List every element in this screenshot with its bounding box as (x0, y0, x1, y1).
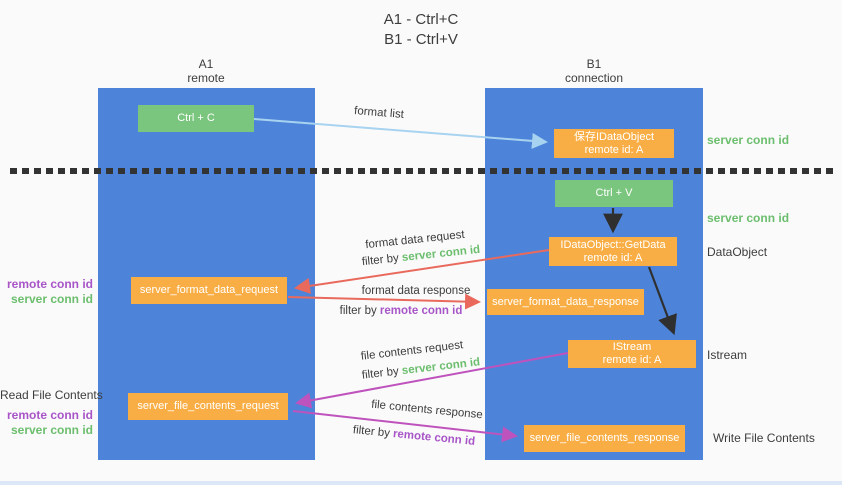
node-ctrl-c: Ctrl + C (138, 105, 254, 132)
left-annotation-file-ids: remote conn id server conn id (0, 408, 93, 438)
left-annotation-format-ids: remote conn id server conn id (0, 277, 93, 307)
filter-by-text: filter by (339, 305, 380, 317)
node-file-request-label: server_file_contents_request (137, 400, 279, 412)
node-format-response-label: server_format_data_response (492, 295, 639, 308)
remote-conn-id-text: remote conn id (392, 428, 476, 448)
read-file-contents-label: Read File Contents (0, 388, 103, 402)
istream-label: Istream (707, 348, 748, 362)
node-ctrl-v: Ctrl + V (555, 180, 673, 207)
flow-label-format-list: format list (353, 105, 405, 121)
left-format-remote-conn-id: remote conn id (6, 277, 93, 291)
remote-conn-id-text: remote conn id (379, 305, 463, 317)
arrow-format-data-response (287, 293, 481, 310)
left-file-server-conn-id: server conn id (10, 423, 93, 437)
flow-label-format-data-response: format data response (361, 285, 471, 297)
node-getdata-line2: remote id: A (583, 251, 643, 264)
node-server-file-contents-request: server_file_contents_request (128, 393, 288, 420)
title-line-b1: B1 - Ctrl+V (384, 31, 458, 48)
bottom-edge-strip (0, 481, 842, 485)
dataobject-label: DataObject (707, 245, 768, 259)
flow-label-filter-remote-2: filter by remote conn id (352, 424, 475, 448)
filter-by-text: filter by (361, 252, 403, 269)
node-file-response-label: server_file_contents_response (529, 432, 680, 444)
diagram-title: A1 - Ctrl+C B1 - Ctrl+V (0, 10, 842, 50)
node-save-idataobject: 保存IDataObject remote id: A (554, 129, 674, 158)
right-server-conn-id-top: server conn id (707, 133, 790, 147)
node-save-idataobject-line1: 保存IDataObject (573, 130, 655, 143)
flow-label-file-contents-response: file contents response (370, 398, 484, 422)
write-file-contents-label: Write File Contents (713, 431, 815, 445)
column-header-b1: B1 connection (534, 57, 654, 85)
node-server-format-data-request: server_format_data_request (131, 277, 287, 304)
node-istream-line2: remote id: A (602, 354, 662, 366)
right-server-conn-id-mid: server conn id (707, 211, 790, 225)
server-conn-id-text: server conn id (401, 356, 481, 378)
server-conn-id-text: server conn id (401, 243, 481, 264)
column-b1-name: B1 (586, 57, 602, 71)
column-b1-subtitle: connection (564, 71, 624, 85)
column-header-a1: A1 remote (146, 57, 266, 85)
column-a1-name: A1 (198, 57, 214, 71)
title-line-a1: A1 - Ctrl+C (383, 11, 459, 28)
node-idataobject-getdata: IDataObject::GetData remote id: A (549, 237, 677, 266)
node-istream-line1: IStream (612, 341, 652, 353)
node-istream: IStream remote id: A (568, 340, 696, 368)
node-server-format-data-response: server_format_data_response (487, 289, 644, 315)
node-format-request-label: server_format_data_request (139, 284, 279, 296)
node-ctrl-c-label: Ctrl + C (177, 112, 215, 124)
filter-by-text: filter by (352, 424, 394, 440)
left-format-server-conn-id: server conn id (10, 292, 93, 306)
node-save-idataobject-line2: remote id: A (584, 143, 644, 156)
left-file-remote-conn-id: remote conn id (6, 408, 93, 422)
session-divider-dotted-line (10, 168, 836, 174)
flow-label-filter-remote-1: filter by remote conn id (340, 305, 463, 317)
column-a1-subtitle: remote (187, 71, 225, 85)
node-ctrl-v-label: Ctrl + V (595, 187, 633, 199)
node-getdata-line1: IDataObject::GetData (560, 238, 666, 251)
filter-by-text: filter by (361, 365, 403, 382)
node-server-file-contents-response: server_file_contents_response (524, 425, 685, 452)
